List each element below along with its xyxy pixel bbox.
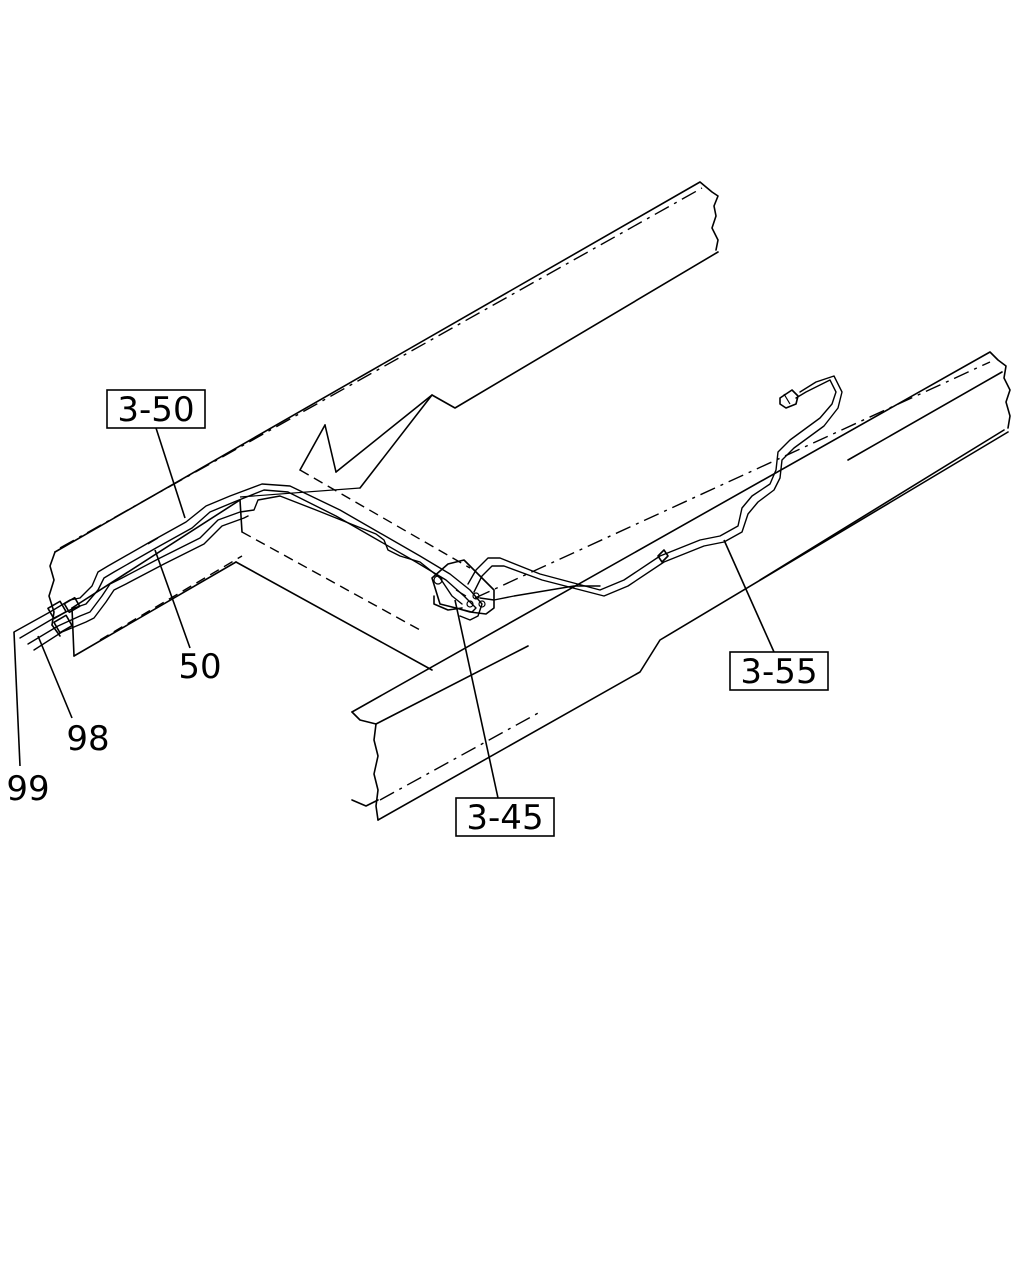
right-frame-rail: [351, 351, 1011, 821]
callout-50: 50: [178, 647, 221, 687]
callout-3-50-label: 3-50: [117, 390, 194, 430]
left-frame-rail: [48, 181, 719, 637]
callout-3-45-label: 3-45: [466, 798, 543, 838]
cross-member: [71, 499, 433, 671]
callout-3-55: 3-55: [729, 651, 829, 692]
callout-99-label: 99: [6, 769, 49, 809]
callout-3-55-label: 3-55: [740, 652, 817, 692]
callout-99: 99: [6, 769, 49, 809]
callout-98-label: 98: [66, 719, 109, 759]
callout-98: 98: [66, 719, 109, 759]
callout-50-label: 50: [178, 647, 221, 687]
callout-3-50: 3-50: [106, 389, 206, 430]
callout-3-45: 3-45: [455, 797, 555, 838]
leader-lines: [13, 427, 775, 799]
brake-pipe-run: [13, 375, 843, 651]
